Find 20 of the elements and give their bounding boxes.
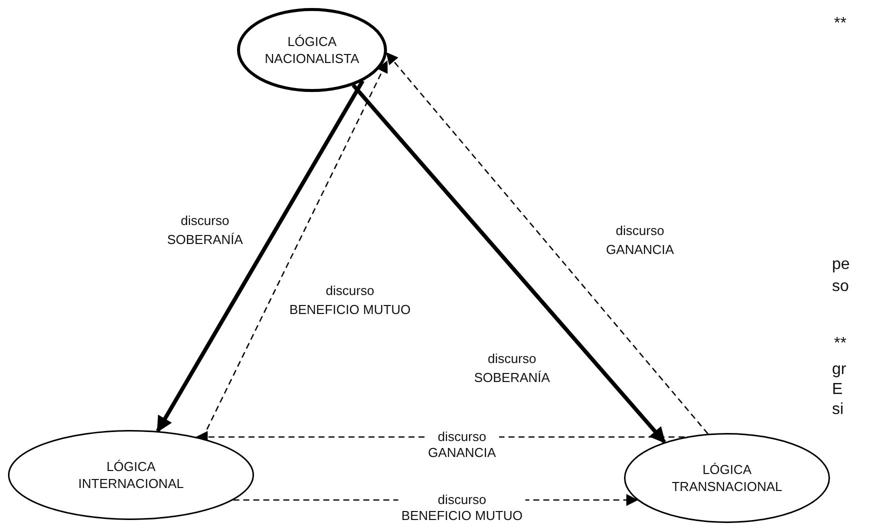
text-fragment: **	[834, 14, 846, 34]
text-fragment: so	[832, 277, 849, 297]
node-label: LÓGICA TRANSNACIONAL	[670, 461, 784, 495]
text-fragment: E	[832, 380, 843, 400]
text-fragment: si	[832, 400, 844, 420]
edge-label: discurso BENEFICIO MUTUO	[289, 282, 411, 319]
text-fragment: gr	[832, 360, 846, 380]
ellipse-node	[8, 430, 254, 520]
arrow	[156, 80, 364, 432]
node-label: LÓGICA NACIONALISTA	[264, 33, 360, 67]
edge-label: discurso SOBERANÍA	[474, 350, 550, 387]
ellipse-node	[624, 433, 830, 523]
text-fragment: pe	[832, 255, 850, 275]
ellipse-node	[237, 8, 387, 92]
dashed-arrow	[386, 52, 708, 434]
node-label: LÓGICA INTERNACIONAL	[77, 458, 185, 492]
text-fragment: **	[834, 334, 846, 354]
arrow	[352, 84, 666, 444]
edge-label: discurso SOBERANÍA	[167, 212, 243, 249]
edge-label: discurso GANANCIA	[606, 222, 674, 259]
